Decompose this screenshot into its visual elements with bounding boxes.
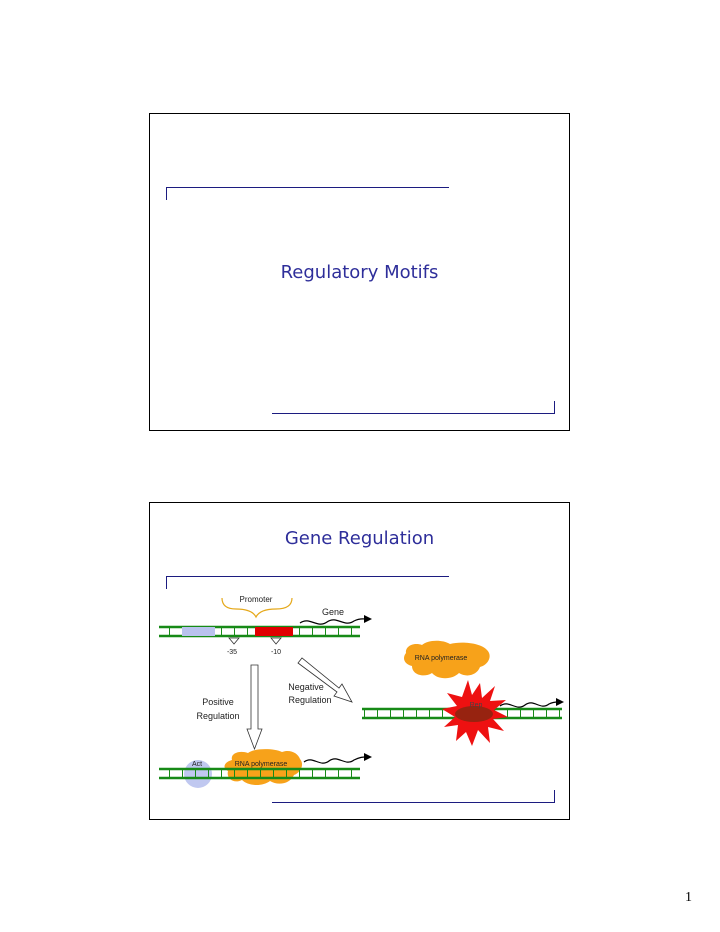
slide-2: Gene Regulation Promoter Gene -35 -10 Po… — [149, 502, 570, 820]
minus10-label: -10 — [271, 649, 281, 656]
positive-label-line1: Positive — [202, 697, 234, 707]
rna-polymerase-label-bottom: RNA polymerase — [235, 761, 288, 768]
promoter-label: Promoter — [240, 595, 273, 604]
minus10-marker-icon — [270, 637, 282, 645]
activator-label: Act — [192, 761, 202, 768]
rna-polymerase-blob — [404, 640, 490, 679]
minus35-marker-icon — [228, 637, 240, 645]
frame-bracket-top — [166, 187, 449, 200]
arrowhead-icon — [556, 698, 564, 706]
positive-label-line2: Regulation — [196, 711, 239, 721]
minus10-box — [255, 627, 293, 636]
repressor-core — [455, 706, 493, 722]
frame-bracket-bottom — [272, 401, 555, 414]
slide-title: Regulatory Motifs — [280, 262, 439, 283]
negative-arrow — [297, 657, 353, 703]
slide-1: Regulatory Motifs — [149, 113, 570, 431]
minus35-box — [182, 627, 215, 636]
repressor-label: Rep — [470, 702, 483, 709]
promoter-brace — [221, 597, 293, 619]
arrowhead-icon — [364, 753, 372, 761]
gene-label: Gene — [322, 607, 344, 617]
page-number: 1 — [685, 890, 692, 905]
transcript-arrow-bottom — [303, 756, 367, 764]
negative-label-line1: Negative — [288, 682, 324, 692]
frame-bracket-top — [166, 576, 449, 589]
dna-strand-bottom — [159, 767, 360, 780]
transcript-arrow-top — [299, 618, 367, 625]
frame-bracket-bottom — [272, 790, 555, 803]
rna-polymerase-label: RNA polymerase — [415, 655, 468, 662]
minus35-label: -35 — [227, 649, 237, 656]
negative-label-line2: Regulation — [288, 695, 331, 705]
transcript-arrow-right — [499, 701, 559, 708]
arrowhead-icon — [364, 615, 372, 623]
slide-title: Gene Regulation — [284, 528, 435, 549]
gene-regulation-diagram: Promoter Gene -35 -10 Positive Regulatio… — [159, 595, 564, 788]
positive-arrow — [246, 664, 263, 751]
